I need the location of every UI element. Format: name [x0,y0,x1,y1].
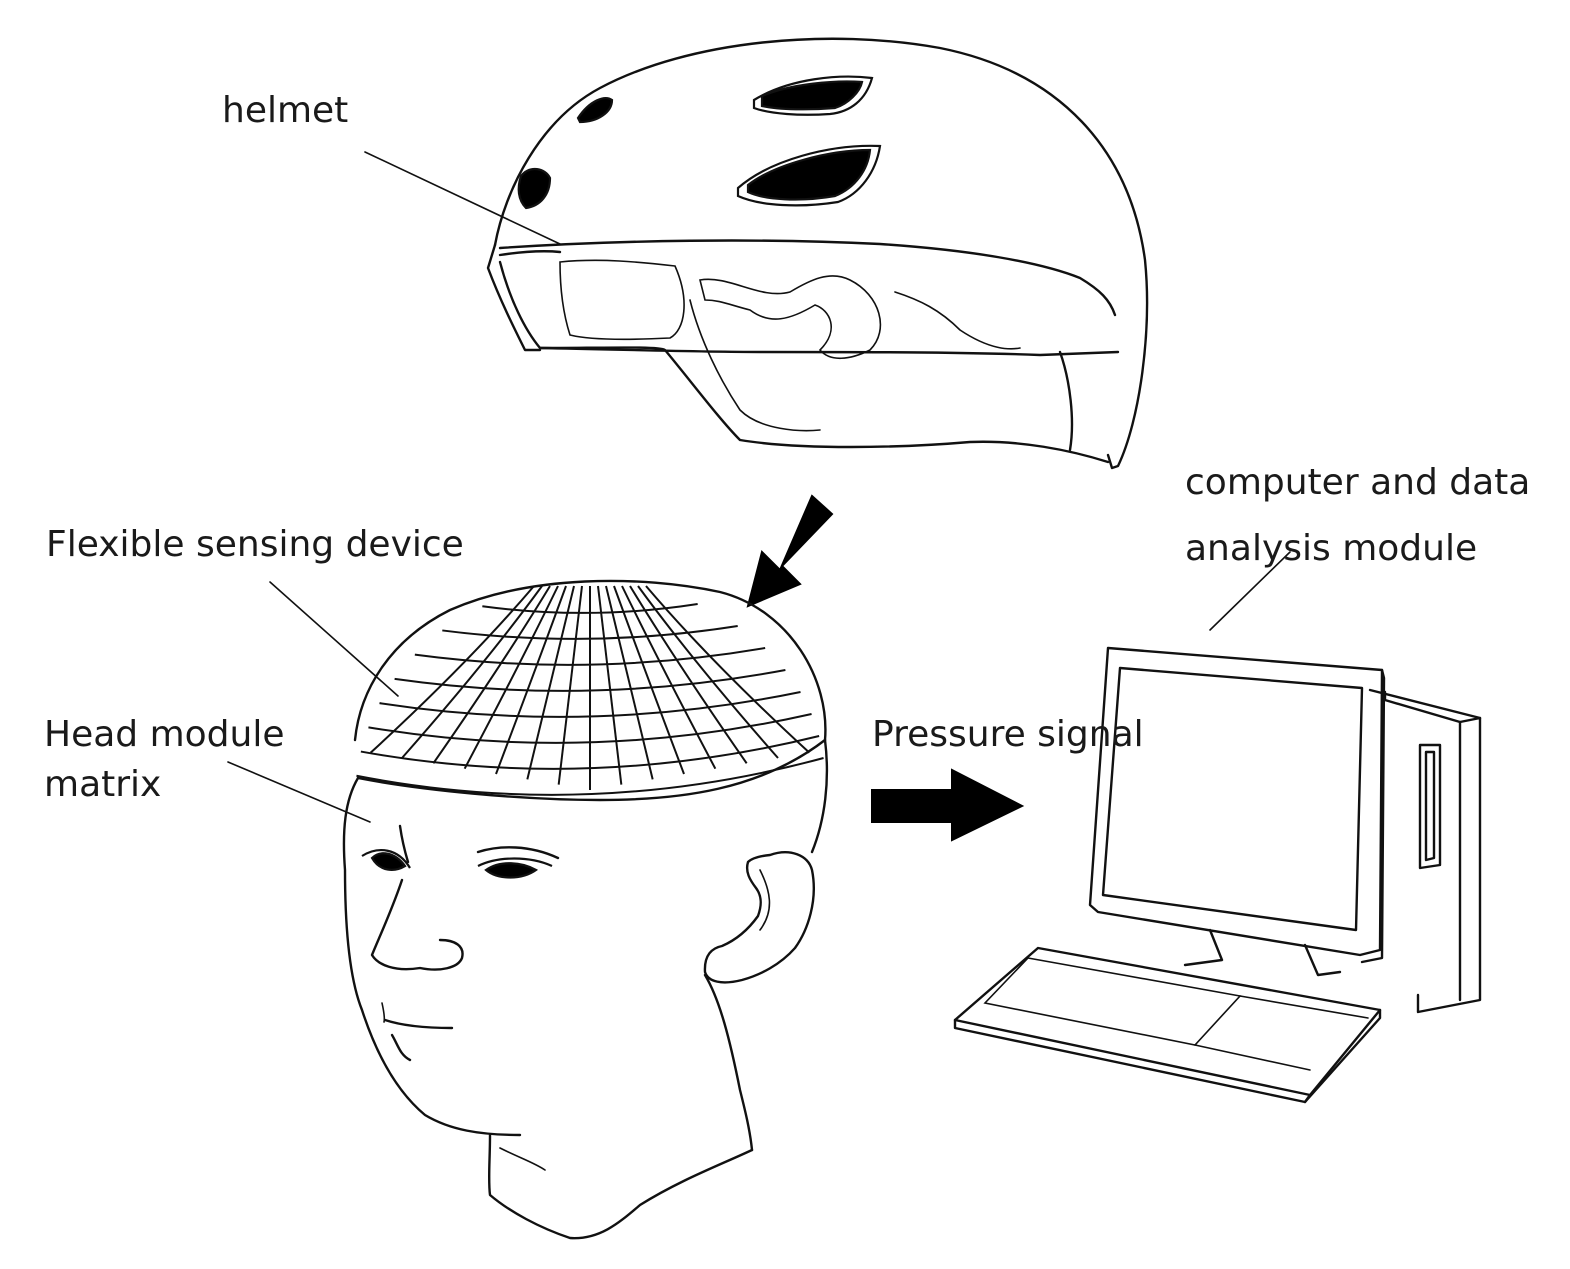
computer-label-line2: analysis module [1185,528,1477,569]
mesh-longitude-line [597,585,623,785]
mesh-longitude-line [369,585,535,754]
flexible-sensing-device-label: Flexible sensing device [46,524,464,565]
head-module-leader-line [227,761,371,823]
computer-label-line1: computer and data [1185,462,1530,503]
sensor-mesh-icon [356,585,824,796]
mesh-longitude-line [432,585,551,764]
mesh-longitude-line [629,585,748,764]
arrow-down-left-icon [746,494,834,608]
mesh-latitude-line [356,757,824,796]
mesh-longitude-line [621,585,717,770]
computer-icon [953,646,1482,1104]
mesh-longitude-line [613,585,685,775]
mesh-longitude-line [463,585,559,770]
arrow-right-icon [871,768,1025,842]
helmet-icon [486,37,1149,470]
head-icon [342,579,829,1240]
sensing-device-leader-line [269,581,399,697]
mesh-longitude-line [495,585,567,775]
mesh-longitude-line [637,585,779,759]
helmet-label: helmet [222,90,348,131]
helmet-leader-line [364,151,561,245]
mesh-longitude-line [526,585,575,780]
mesh-longitude-line [605,585,654,780]
mesh-longitude-line [557,585,583,785]
head-module-label-line2: matrix [44,764,161,805]
head-module-label-line1: Head module [44,714,285,755]
pressure-signal-label: Pressure signal [872,714,1144,755]
computer-leader-line [1209,551,1291,631]
mesh-longitude-line [401,585,543,759]
mesh-longitude-line [645,585,811,754]
